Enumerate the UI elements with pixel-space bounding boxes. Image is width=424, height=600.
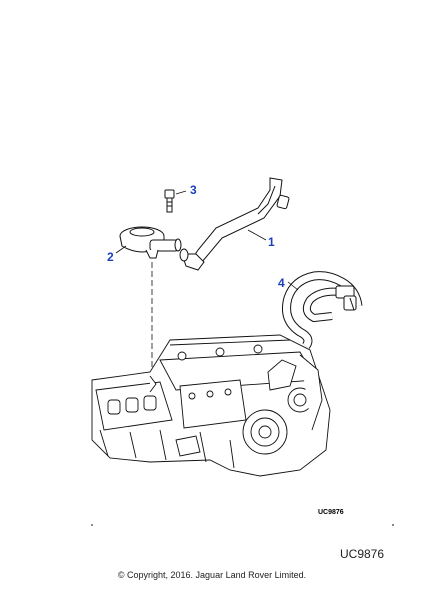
diagram-ref-small: UC9876 [318,509,344,516]
callout-3[interactable]: 3 [190,183,197,197]
part-3-bolt[interactable] [164,189,175,213]
callout-1[interactable]: 1 [268,235,275,249]
callout-2-leader [115,245,127,254]
part-2-valve[interactable] [119,226,182,259]
callout-1-leader [247,229,267,241]
part-1-hose[interactable] [179,177,290,271]
engine-block [91,334,331,477]
copyright-notice: © Copyright, 2016. Jaguar Land Rover Lim… [117,570,307,580]
callout-3-leader [175,190,187,195]
diagram-ref-large: UC9876 [340,547,385,561]
part-4-hose-loop[interactable] [282,271,363,349]
corner-mark [392,524,394,526]
callout-4[interactable]: 4 [278,276,285,290]
corner-mark [91,524,93,526]
callout-2[interactable]: 2 [107,250,114,264]
callout-4-leader [287,281,299,291]
